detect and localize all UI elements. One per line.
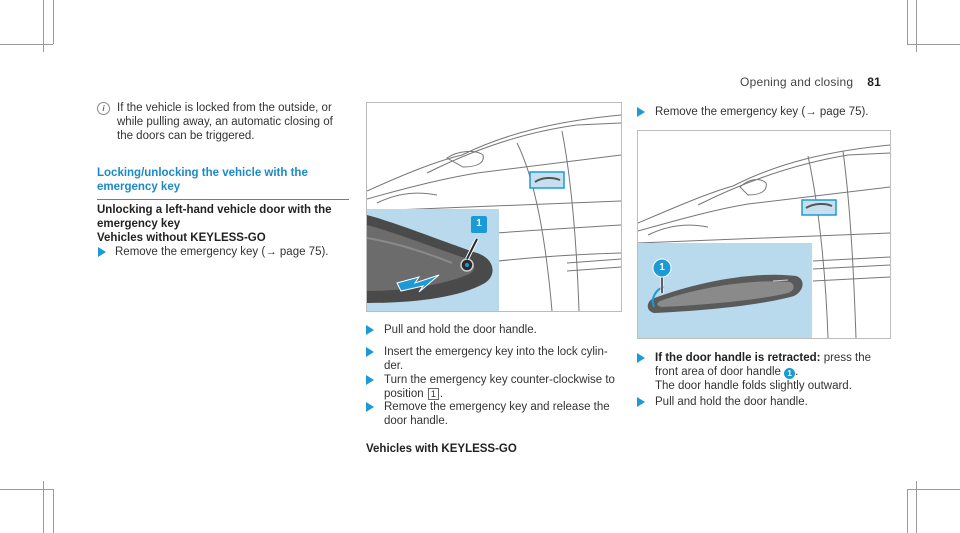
step-text: Remove the emergency key and release the… [384, 401, 610, 427]
figure-callout-1: 1 [476, 218, 482, 229]
step-text: If the door handle is retracted: press t… [655, 352, 871, 392]
car-door-illustration [638, 144, 890, 338]
callout-badge: 1 [784, 368, 796, 379]
figure-retracted-door-handle: 1 [637, 130, 891, 339]
sub-heading: Vehicles with KEYLESS-GO [366, 443, 517, 455]
sub-heading: Unlocking a left-hand vehicle door with … [97, 204, 332, 244]
step-bullet-icon [98, 247, 106, 257]
step-text: Pull and hold the door handle. [655, 396, 808, 408]
step-text: Insert the emergency key into the lock c… [384, 346, 608, 372]
crop-mark [0, 489, 53, 490]
step-text: Remove the emergency key (→ page 75). [655, 106, 869, 118]
step-bullet-icon [637, 107, 645, 117]
crop-mark [916, 0, 917, 52]
step-bullet-icon [366, 375, 374, 385]
running-header: Opening and closing 81 [740, 75, 881, 89]
crop-mark [907, 0, 908, 44]
page-number: 81 [867, 75, 881, 89]
step-bullet-icon [366, 402, 374, 412]
step-bullet-icon [366, 347, 374, 357]
car-door-illustration [367, 114, 621, 311]
figure-door-handle-emergency-key: 1 [366, 102, 622, 312]
info-icon: i [97, 102, 110, 115]
crop-mark [907, 489, 908, 533]
crop-mark [53, 0, 54, 44]
step-text: Turn the emergency key counter-clockwise… [384, 374, 615, 400]
step-bullet-icon [637, 397, 645, 407]
crop-mark [907, 489, 960, 490]
crop-mark [0, 44, 53, 45]
info-note: If the vehicle is locked from the outsid… [117, 102, 333, 142]
position-marker: 1 [427, 388, 439, 400]
section-heading: Locking/unlocking the vehicle with the e… [97, 166, 349, 200]
figure-callout-1: 1 [659, 262, 665, 273]
crop-mark [53, 489, 54, 533]
crop-mark [916, 481, 917, 533]
section-title: Opening and closing [740, 75, 854, 89]
step-bullet-icon [366, 325, 374, 335]
crop-mark [43, 481, 44, 533]
step-text: Pull and hold the door handle. [384, 324, 537, 336]
crop-mark [43, 0, 44, 52]
crop-mark [907, 44, 960, 45]
step-bullet-icon [637, 353, 645, 363]
step-text: Remove the emergency key (→ page 75). [115, 246, 329, 258]
